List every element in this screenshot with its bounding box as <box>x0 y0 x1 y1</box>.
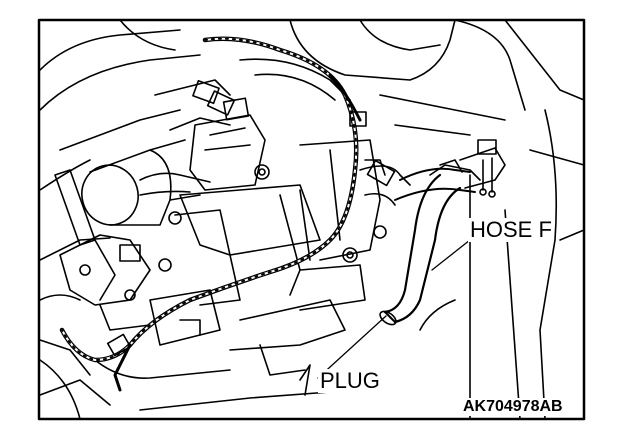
figure-frame <box>37 18 586 421</box>
intake-duct <box>239 19 585 136</box>
hose-fitting <box>439 139 506 198</box>
canister-component <box>54 139 211 246</box>
plug-label: PLUG <box>318 368 382 393</box>
wiring-harness <box>59 36 362 392</box>
engine-block-outline <box>39 19 331 411</box>
connector-cluster <box>59 234 221 346</box>
hose-label: HOSE F <box>468 217 554 242</box>
hose-f <box>379 164 481 326</box>
right-body-panel <box>419 109 585 420</box>
bracket-assembly <box>158 97 387 306</box>
plug-leader-line <box>317 315 387 379</box>
figure-code: AK704978AB <box>462 398 564 416</box>
hose-leader-line <box>431 239 471 271</box>
harness-clips <box>106 79 396 357</box>
wheel-arch <box>39 359 311 420</box>
